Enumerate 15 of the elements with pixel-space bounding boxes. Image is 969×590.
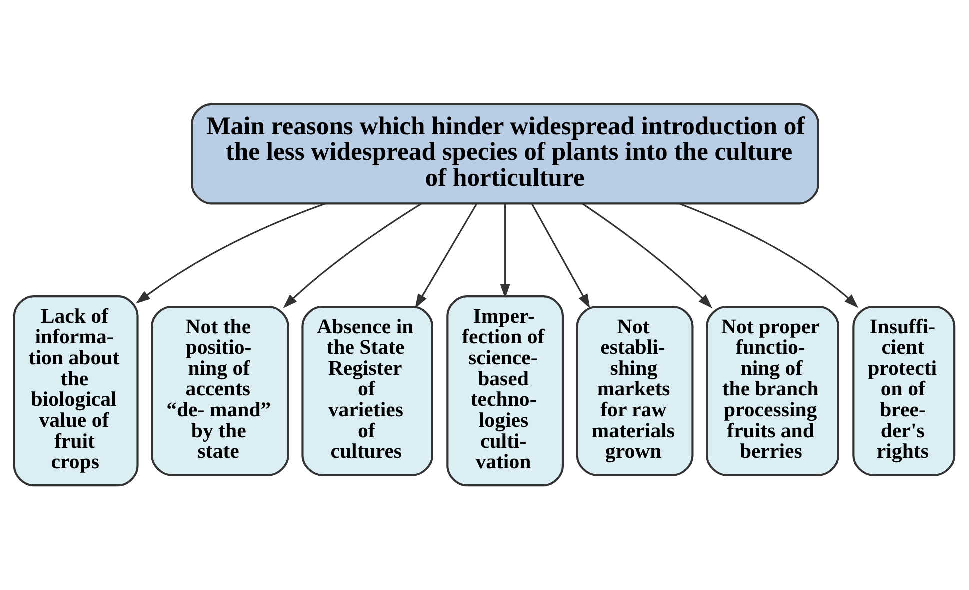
node-box: Imper- fection of science- based techno- logies culti- vation [446, 296, 564, 487]
arrow [500, 204, 510, 299]
arrow [679, 203, 859, 308]
arrow [136, 203, 326, 304]
node-box: Absence in the State Register of varieties of cultures [302, 306, 434, 476]
node-box: Not the positio- ning of accents “de- mand” by the state [151, 306, 290, 476]
arrow [582, 203, 712, 309]
node-box: Main reasons which hinder widespread introduction of the less widespread species of plants into the culture of horticulture [191, 103, 820, 205]
arrow [532, 204, 590, 309]
node-box: Insuffi- cient protecti on of bree- der's rights [852, 306, 956, 476]
arrow [283, 203, 422, 308]
arrow [415, 204, 478, 309]
node-box: Not establi- shing markets for raw materials grown [576, 306, 694, 476]
node-box: Lack of informa- tion about the biological value of fruit crops [13, 296, 139, 487]
node-box: Not proper functio- ning of the branch processing fruits and berries [706, 306, 840, 476]
